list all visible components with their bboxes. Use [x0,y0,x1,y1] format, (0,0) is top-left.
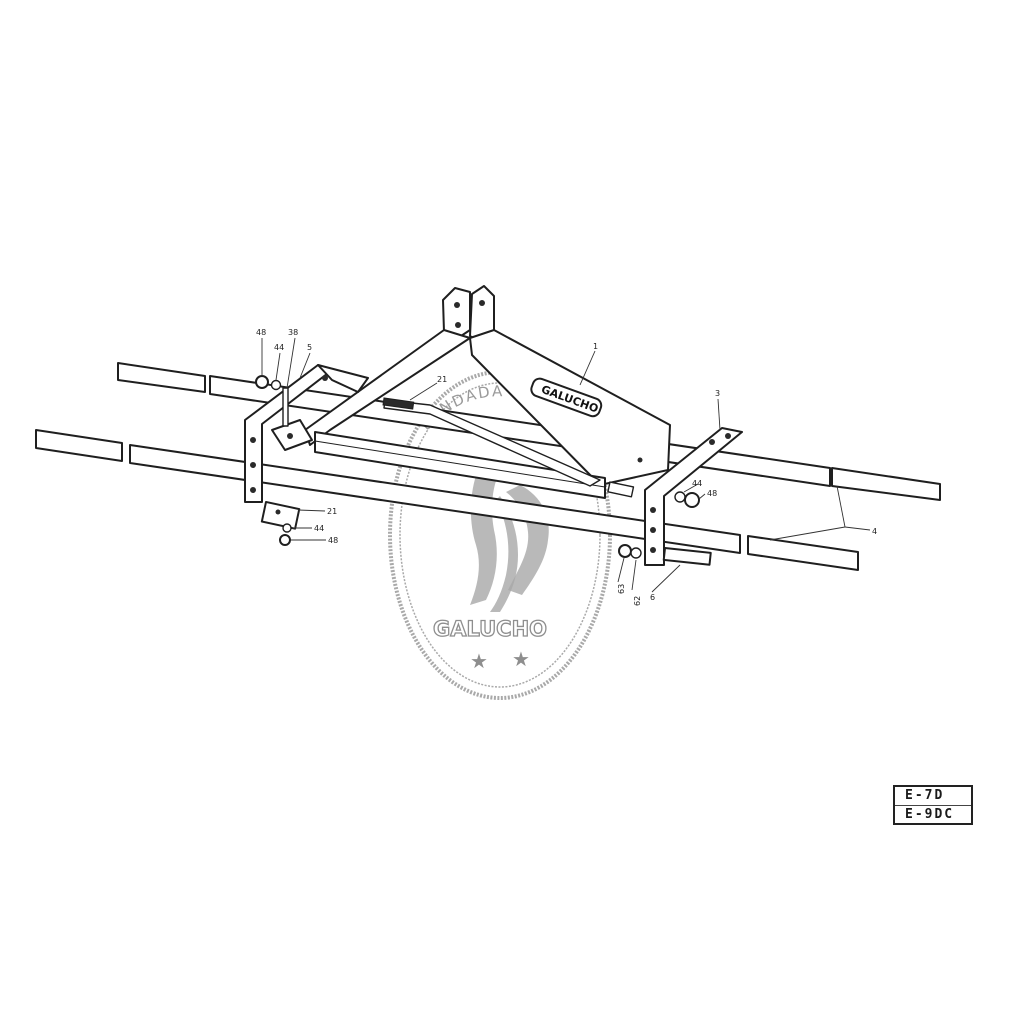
right-hardware [618,491,712,566]
nut-48-right [684,492,700,508]
nut-48-lower [279,534,291,546]
callout-6: 6 [650,593,655,602]
plate-21-lower [260,500,301,530]
horse-figure-left [470,470,500,605]
callout-48-left: 48 [256,328,266,337]
model-reference-box: E-7D E-9DC [893,785,973,825]
model-code-1: E-7D [905,788,945,803]
watermark-star-left: ★ [470,649,488,673]
callout-21-plate: 21 [327,507,337,516]
washer-44-left [270,379,282,391]
callout-62: 62 [633,596,642,606]
pin-6 [662,547,712,566]
front-square-bar [35,429,859,571]
washer-63 [618,544,632,558]
callout-44-left: 44 [274,343,284,352]
callout-63: 63 [617,584,626,594]
callout-4: 4 [872,527,877,536]
callout-48-right: 48 [707,489,717,498]
callout-44-right: 44 [692,479,702,488]
washer-44-lower [282,523,292,533]
callout-21-top: 21 [437,375,447,384]
callout-labels: 1 3 4 5 6 21 21 38 44 44 44 48 48 48 62 … [256,328,877,606]
washer-62 [630,547,642,559]
watermark-star-right: ★ [512,647,530,671]
bolt-38 [282,387,289,427]
callout-3: 3 [715,389,720,398]
callout-38: 38 [288,328,298,337]
callout-leaders [261,337,871,593]
watermark-brand-text: GALUCHO [433,617,547,641]
right-side-bracket [607,427,743,566]
callout-1: 1 [593,342,598,351]
washer-44-right [674,491,686,503]
model-code-2: E-9DC [895,805,971,824]
callout-48-lower: 48 [328,536,338,545]
callout-5: 5 [307,343,312,352]
left-hardware [255,375,301,546]
callout-44-lower: 44 [314,524,324,533]
nut-48-left [255,375,269,389]
